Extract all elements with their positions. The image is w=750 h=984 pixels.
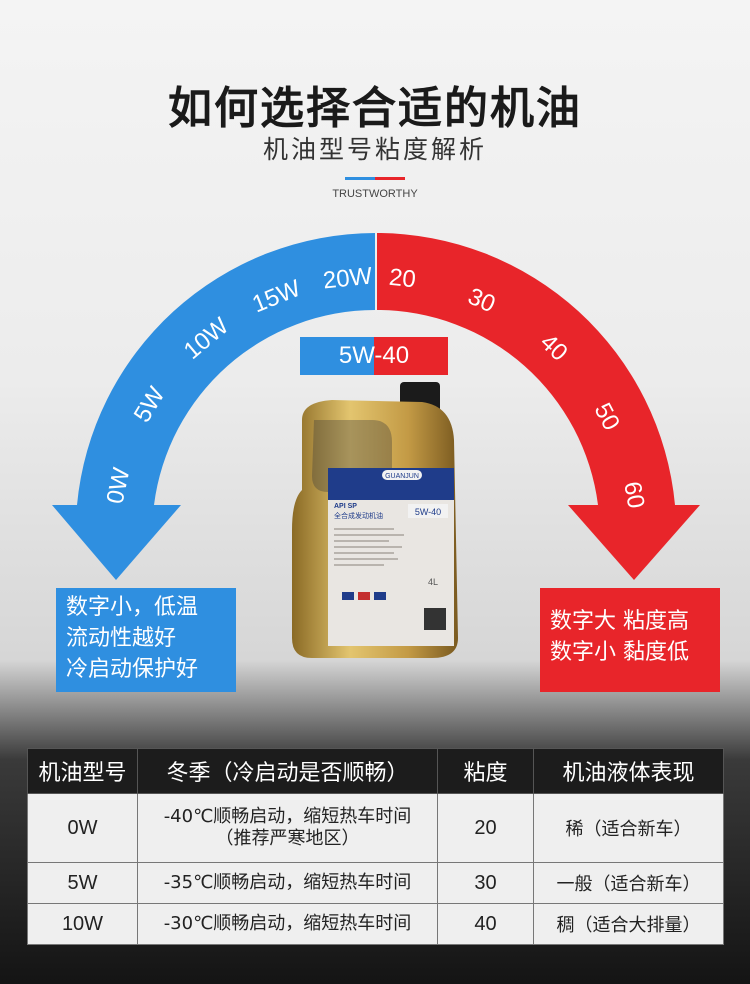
hot-arrow-head bbox=[568, 505, 700, 580]
note-line: 冷启动保护好 bbox=[66, 657, 199, 682]
row-desc-line: （推荐严寒地区） bbox=[215, 828, 360, 849]
table-header-row: 机油型号 冬季（冷启动是否顺畅） 粘度 机油液体表现 bbox=[27, 748, 724, 794]
grade-badge: 5W-40 bbox=[300, 337, 448, 375]
note-line: 数字小，低温 bbox=[66, 595, 199, 620]
row-grade: 10W bbox=[27, 903, 138, 945]
table-header: 机油型号 bbox=[27, 748, 138, 794]
row-viscosity: 40 bbox=[437, 903, 534, 945]
tagline: TRUSTWORTHY bbox=[332, 188, 418, 200]
viscosity-note: 数字大 粘度高 数字小 黏度低 bbox=[540, 588, 720, 692]
row-behavior: 稀（适合新车） bbox=[533, 793, 724, 863]
hot-grade-label: 20 bbox=[387, 264, 417, 294]
table-row: 10W -30℃顺畅启动，缩短热车时间 40 稠（适合大排量） bbox=[27, 903, 724, 945]
bottle-brand: GUANJUN bbox=[385, 473, 419, 480]
hot-grade-label: 60 bbox=[617, 478, 649, 510]
note-line: 数字大 粘度高 bbox=[550, 609, 689, 634]
hot-band-red bbox=[377, 233, 675, 505]
row-grade: 0W bbox=[27, 793, 138, 863]
winter-band-blue bbox=[77, 233, 375, 505]
bottle-name: 全合成发动机油 bbox=[334, 511, 383, 520]
page-title: 如何选择合适的机油 bbox=[168, 83, 582, 134]
oil-spec-table: 机油型号 冬季（冷启动是否顺畅） 粘度 机油液体表现 0W -40℃顺畅启动，缩… bbox=[27, 748, 724, 945]
grade-badge-text: 5W-40 bbox=[338, 342, 410, 369]
table-header: 粘度 bbox=[437, 748, 534, 794]
row-grade: 5W bbox=[27, 862, 138, 904]
table-header: 冬季（冷启动是否顺畅） bbox=[137, 748, 438, 794]
winter-grade-label: 20W bbox=[321, 262, 374, 295]
winter-arrow-head bbox=[52, 505, 181, 580]
bottle-api: API SP bbox=[334, 503, 357, 510]
row-viscosity: 30 bbox=[437, 862, 534, 904]
row-viscosity: 20 bbox=[437, 793, 534, 863]
tag-divider bbox=[345, 177, 405, 180]
table-header: 机油液体表现 bbox=[533, 748, 724, 794]
row-desc: -35℃顺畅启动，缩短热车时间 bbox=[137, 862, 438, 904]
bottle-grade: 5W-40 bbox=[415, 507, 441, 517]
table-row: 0W -40℃顺畅启动，缩短热车时间 （推荐严寒地区） 20 稀（适合新车） bbox=[27, 793, 724, 863]
note-line: 流动性越好 bbox=[66, 626, 177, 651]
row-behavior: 一般（适合新车） bbox=[533, 862, 724, 904]
page-subtitle: 机油型号粘度解析 bbox=[262, 135, 487, 164]
oil-bottle-image: GUANJUN API SP 全合成发动机油 5W-40 4L bbox=[292, 382, 458, 658]
low-number-note: 数字小，低温 流动性越好 冷启动保护好 bbox=[56, 588, 236, 692]
note-line: 数字小 黏度低 bbox=[550, 640, 689, 665]
row-behavior: 稠（适合大排量） bbox=[533, 903, 724, 945]
row-desc: -30℃顺畅启动，缩短热车时间 bbox=[137, 903, 438, 945]
bottle-volume: 4L bbox=[428, 577, 438, 587]
table-row: 5W -35℃顺畅启动，缩短热车时间 30 一般（适合新车） bbox=[27, 862, 724, 904]
row-desc-line: -40℃顺畅启动，缩短热车时间 bbox=[163, 806, 412, 827]
row-desc: -40℃顺畅启动，缩短热车时间 （推荐严寒地区） bbox=[137, 793, 438, 863]
